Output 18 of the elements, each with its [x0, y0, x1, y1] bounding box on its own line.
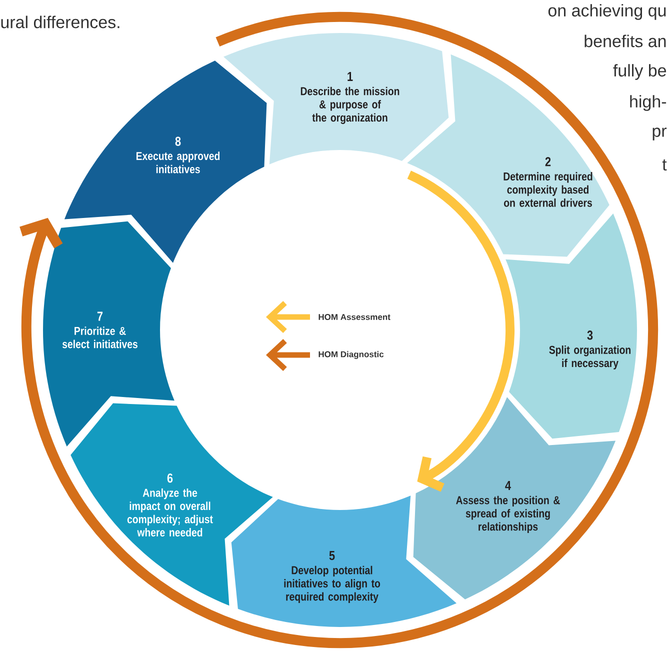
text-fragment: on achieving qu [548, 4, 666, 20]
step-segment: 6 Analyze the impact on overall complexity; adjust where needed [70, 403, 273, 606]
text-fragment: high- [630, 95, 666, 111]
step-segment: 4 Assess the position & spread of existing relationships [413, 397, 616, 600]
step-segment: 3 Split organization if necessary [506, 213, 637, 439]
step-segment: 5 Develop potential initiatives to align to required complexity [231, 496, 457, 627]
text-fragment: t [662, 159, 667, 171]
cycle-arrow [407, 170, 514, 492]
legend-label: HOM Diagnostic [318, 351, 384, 359]
step-segment: 2 Determine required complexity based on external drivers [407, 54, 610, 257]
legend-label: HOM Assessment [318, 314, 390, 320]
text-fragment: ural differences. [1, 16, 120, 28]
text-fragment: benefits an [584, 34, 666, 48]
step-segment: 7 Prioritize & select initiatives [43, 221, 174, 447]
step-segment: 8 Execute approved initiatives [64, 60, 267, 263]
cycle-arrow [20, 12, 658, 648]
text-fragment: pr [652, 128, 667, 140]
step-segment: 1 Describe the mission & purpose of the organization [223, 33, 449, 164]
